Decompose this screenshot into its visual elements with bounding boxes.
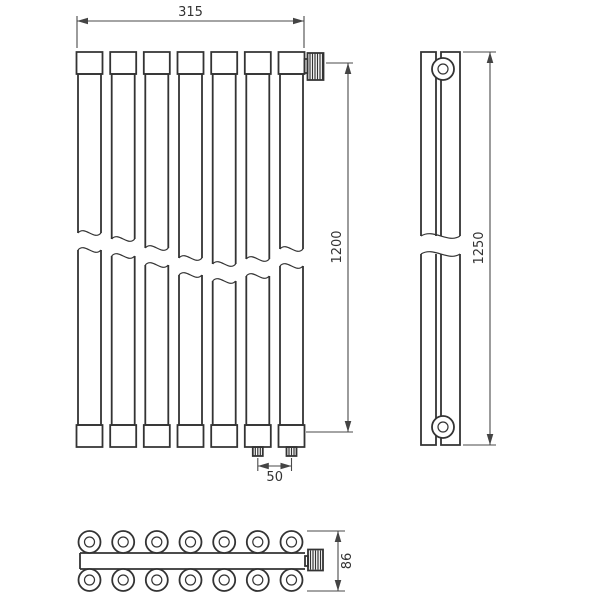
tube-section [178,530,203,554]
tube-bore [117,536,129,548]
front-view [75,51,325,457]
break-lines [77,230,304,284]
dim-connection-spacing: 50 [257,458,293,485]
tube-section [111,530,136,554]
top-view-valve-knurl [309,550,322,570]
dim-depth: 86 [307,530,355,592]
tube-bore [218,574,230,586]
top-view [77,530,324,592]
tube-bore [285,574,298,586]
side-break-mask [419,236,462,254]
tube-section [245,568,270,592]
air-vent-valve [303,52,325,81]
front-tube-caps-bottom [75,424,306,448]
tube-section [279,530,304,554]
side-view [419,51,462,446]
side-break-lines [420,233,461,257]
tube-bore [151,574,163,586]
stub-bodies [251,446,298,457]
bottom-connection-hole [437,421,449,433]
valve-knurl-lines [309,53,324,80]
top-view-valve [304,548,324,572]
tube-bore [285,536,298,548]
valve-knob [306,52,325,81]
tube-bore [252,574,264,586]
tube-row-front [77,530,304,554]
dim-height-label: 1200 [330,230,345,263]
top-view-valve-knob [307,548,324,572]
tube-bore [83,536,96,548]
tube-section [144,530,169,554]
collector-band [79,552,305,570]
tube-section [212,530,237,554]
dim-height: 1200 [306,62,353,433]
tube-bore [252,536,264,548]
tube-section [279,568,304,592]
tube-section [77,530,102,554]
dim-width-label: 315 [178,5,203,20]
tube-section [77,568,102,592]
side-profile-strips [420,51,461,446]
bottom-connection-boss [431,415,455,439]
tube-row-back [77,568,304,592]
dim-overall-height: 1250 [463,51,496,446]
tube-bore [117,574,129,586]
tube-section [245,530,270,554]
break-mask [76,233,305,281]
front-tube-caps-top [75,51,306,75]
dim-width: 315 [76,5,305,48]
tube-bore [218,536,230,548]
tube-bore [83,574,96,586]
top-connection-hole [437,63,449,75]
tube-section [111,568,136,592]
tube-bore [184,574,197,586]
tube-section [212,568,237,592]
tube-section [144,568,169,592]
dim-depth-label: 86 [340,553,355,570]
tube-bore [151,536,163,548]
dim-connection-label: 50 [266,470,283,485]
bottom-connection-stubs [251,446,298,457]
dim-overall-label: 1250 [472,231,487,264]
stub-knurl-lines [254,447,295,456]
tube-bore [184,536,197,548]
top-connection-boss [431,57,455,81]
tube-section [178,568,203,592]
